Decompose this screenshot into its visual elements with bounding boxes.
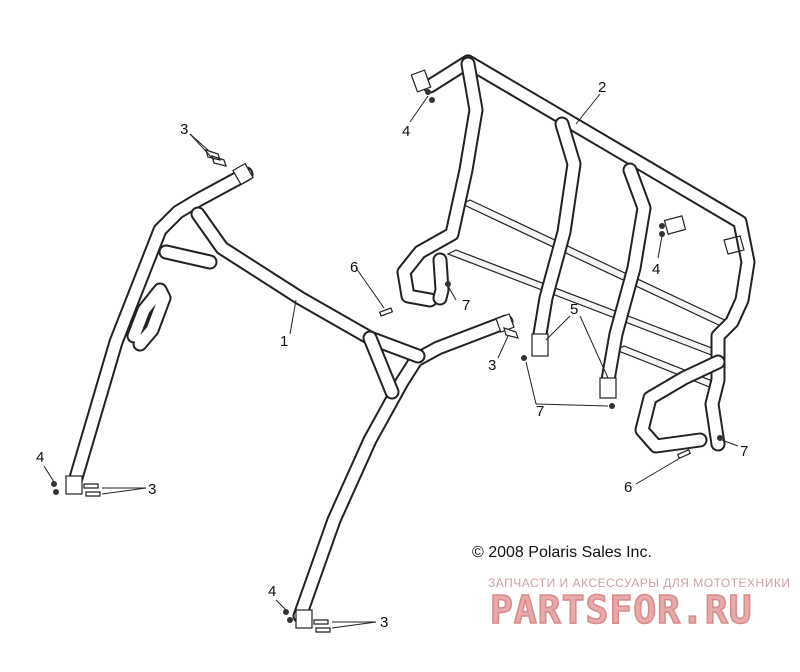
callout-part-4-bottom: 4 bbox=[268, 583, 276, 600]
tube-end-cap-left bbox=[232, 162, 254, 186]
bolt-6a bbox=[378, 307, 394, 317]
rear-tube-cap bbox=[723, 235, 745, 255]
callout-part-2: 2 bbox=[598, 79, 606, 96]
clip-fastener-bottom bbox=[313, 619, 331, 633]
callout-part-6-right: 6 bbox=[624, 479, 632, 496]
nut-7c bbox=[609, 403, 615, 409]
nut-7a bbox=[445, 281, 451, 287]
rear-cab-frame bbox=[396, 54, 756, 454]
callout-part-4-left: 4 bbox=[36, 449, 44, 466]
nut-top-1 bbox=[425, 89, 431, 95]
nut-right-2 bbox=[659, 231, 665, 237]
callout-part-3-left: 3 bbox=[148, 481, 156, 498]
watermark-subtitle: ЗАПЧАСТИ И АКСЕССУАРЫ ДЛЯ МОТОТЕХНИКИ bbox=[488, 576, 791, 590]
copyright-notice: © 2008 Polaris Sales Inc. bbox=[472, 544, 652, 561]
callout-part-4-right: 4 bbox=[652, 261, 660, 278]
callout-part-3-bottom: 3 bbox=[380, 614, 388, 631]
watermark-logo: PARTSFOR.RU bbox=[489, 587, 753, 633]
clip-fastener-top bbox=[205, 149, 227, 167]
callout-part-3-mid: 3 bbox=[488, 357, 496, 374]
nut-top-2 bbox=[429, 97, 435, 103]
callout-part-5: 5 bbox=[570, 301, 578, 318]
clip-fastener-mid bbox=[503, 327, 519, 339]
latch-right bbox=[663, 215, 687, 235]
callout-part-3-top: 3 bbox=[180, 121, 188, 138]
clip-fastener-left bbox=[83, 483, 101, 497]
nut-7b bbox=[521, 355, 527, 361]
callout-part-7-right: 7 bbox=[740, 443, 748, 460]
nut-7d bbox=[717, 435, 723, 441]
callout-part-1: 1 bbox=[280, 333, 288, 350]
latch-left bbox=[410, 69, 432, 93]
front-cab-frame bbox=[65, 162, 515, 629]
foot-plate-left bbox=[65, 475, 83, 495]
nut-right-1 bbox=[659, 223, 665, 229]
foot-plate-right bbox=[295, 609, 313, 629]
mount-bracket-left bbox=[531, 333, 549, 357]
nut-left-1 bbox=[51, 481, 57, 487]
nut-bottom-2 bbox=[287, 617, 293, 623]
mount-bracket-right bbox=[599, 377, 617, 399]
nut-left-2 bbox=[53, 489, 59, 495]
callouts: 1 2 3 3 3 3 4 4 4 4 5 6 6 7 7 7 bbox=[36, 79, 748, 631]
nut-bottom-1 bbox=[283, 609, 289, 615]
callout-part-6-left: 6 bbox=[350, 259, 358, 276]
callout-part-4-top: 4 bbox=[402, 123, 410, 140]
leader-lines bbox=[43, 93, 739, 629]
bolt-6b bbox=[676, 448, 692, 460]
callout-part-7-top: 7 bbox=[462, 297, 470, 314]
hardware bbox=[51, 89, 723, 633]
callout-part-7-mid: 7 bbox=[536, 403, 544, 420]
